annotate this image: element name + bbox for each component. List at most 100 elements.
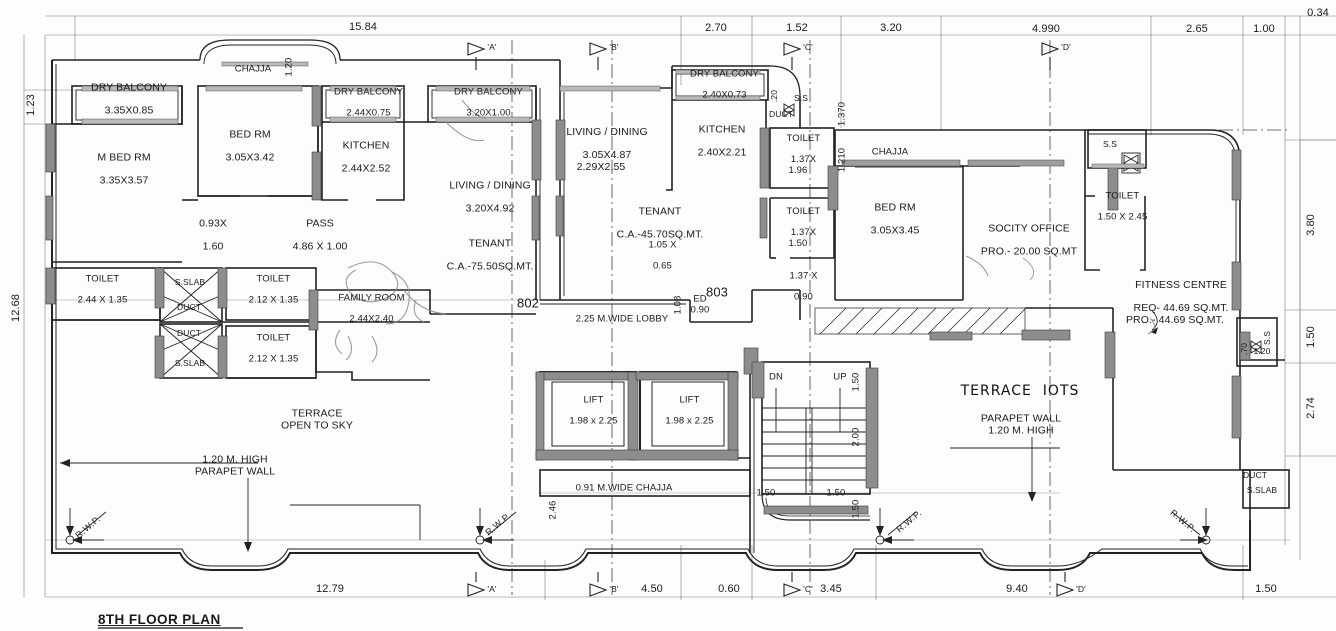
room-size: 2.40X2.21	[697, 146, 747, 159]
room-size: 1.37X 1.50	[788, 227, 817, 249]
dim-right-2-74: 2.74	[1304, 397, 1317, 419]
room-size: 2.12 X 1.35	[248, 294, 299, 306]
room-name: FAMILY ROOM	[338, 292, 405, 304]
dim-top-2-70: 2.70	[705, 21, 727, 34]
dim-1-08: 1.08	[672, 295, 684, 315]
room-dry-balcony-3: DRY BALCONY 3.20X1.00	[443, 76, 523, 129]
room-name: BED RM	[229, 128, 271, 141]
room-size: 3.20X1.00	[466, 107, 511, 119]
room-pass-1: PASS 4.86 X 1.00	[281, 207, 348, 266]
note-chajja-top: CHAJJA	[234, 63, 272, 75]
note-stair-dn: DN	[769, 371, 783, 383]
room-size: 3.20X4.92	[465, 202, 515, 215]
room-name: PASS	[306, 217, 334, 230]
opening-1-37: 1.37 X 0.90	[778, 260, 817, 313]
dim-top-0-34: 0.34	[1307, 6, 1329, 19]
room-size: 2.40X0.73	[702, 89, 747, 101]
room-living-dining-2: LIVING / DINING 3.05X4.87 2.29X2.55	[554, 115, 648, 186]
room-name: TOILET	[256, 273, 291, 285]
room-name: LIVING / DINING	[566, 125, 648, 138]
room-lift-1: LIFT 1.98 x 2.25	[558, 384, 617, 437]
note-ed-door: ED 0.90	[690, 293, 710, 315]
dim-bottom-4-50: 4.50	[641, 582, 663, 595]
note-terrace-left: TERRACE OPEN TO SKY	[281, 407, 353, 431]
room-dry-balcony-4: DRY BALCONY 2.40X0.73	[679, 58, 759, 111]
dim-top-2-65: 2.65	[1186, 22, 1208, 35]
page-title: 8TH FLOOR PLAN	[98, 612, 221, 627]
note-ss-right-2: S.S	[1262, 330, 1273, 346]
room-name: TOILET	[1105, 190, 1140, 202]
dim-top-3-20: 3.20	[880, 21, 902, 34]
room-size: 2.12 X 1.35	[248, 353, 299, 365]
flat-number-803: 803	[706, 284, 728, 300]
opening-0-93: 0.93X 1.60	[187, 207, 227, 266]
note-s-slab-left-1: S.SLAB	[174, 277, 206, 288]
dim-right-1-50: 1.50	[1304, 326, 1317, 348]
dim-2-46: 2.46	[547, 500, 559, 520]
room-size: 1.98 x 2.25	[569, 415, 618, 427]
opening-size: 0.90	[794, 291, 813, 303]
dim-top-15-84: 15.84	[348, 20, 378, 33]
note-ss-center: S.S	[793, 93, 809, 104]
room-size: 3.05X3.45	[870, 224, 920, 237]
room-area: PRO.- 20.00 SQ.MT	[980, 245, 1078, 258]
room-bed-rm-1: BED RM 3.05X3.42	[214, 118, 275, 177]
note-lobby: 2.25 M.WIDE LOBBY	[575, 313, 669, 325]
dim-1-370: 1.370	[836, 101, 848, 127]
dim-left-1-23: 1.23	[24, 94, 37, 116]
note-duct-left-1: DUCT	[176, 302, 202, 313]
note-s-slab-left-2: S.SLAB	[174, 358, 206, 369]
room-toilet-5: TOILET 1.37X 1.50	[776, 196, 821, 260]
opening-1-05: 1.05 X 0.65	[637, 229, 676, 282]
dim-bottom-12-79: 12.79	[315, 582, 345, 595]
room-name: M BED RM	[97, 151, 151, 164]
dim-bottom-9-40: 9.40	[1006, 582, 1028, 595]
room-size: 3.05X4.87 2.29X2.55	[576, 149, 632, 173]
room-name: DRY BALCONY	[334, 86, 403, 98]
section-marker-b-top: 'B'	[609, 42, 619, 53]
room-size: 2.44X2.52	[341, 162, 391, 175]
room-name: LIVING / DINING	[449, 179, 531, 192]
tenant-area: C.A.-45.70SQ.MT.	[616, 228, 704, 241]
room-name: DRY BALCONY	[454, 86, 523, 98]
dim-top-1-00: 1.00	[1253, 22, 1275, 35]
room-bed-rm-2: BED RM 3.05X3.45	[859, 191, 920, 250]
section-marker-d-bottom: 'D'	[1076, 584, 1086, 595]
room-living-dining-1: LIVING / DINING 3.20X4.92	[437, 169, 531, 228]
dim-bottom-1-50: 1.50	[1255, 582, 1277, 595]
room-size: 3.35X0.85	[104, 104, 154, 117]
opening-size: 1.60	[202, 240, 224, 253]
room-socity-office: SOCITY OFFICE PRO.- 20.00 SQ.MT	[969, 212, 1077, 271]
room-toilet-4: TOILET 1.37X 1.96	[776, 123, 821, 187]
opening-label: 1.05 X	[648, 239, 677, 251]
flat-number-802: 802	[517, 295, 539, 311]
dim-chajja-1-20: 1.20	[283, 57, 295, 77]
dim-bottom-3-45: 3.45	[820, 582, 842, 595]
room-name: FITNESS CENTRE	[1135, 278, 1227, 291]
room-toilet-2: TOILET 2.12 X 1.35	[238, 263, 299, 316]
room-fitness-centre: FITNESS CENTRE REQ- 44.69 SQ.MT. PRO.- 4…	[1121, 268, 1229, 339]
room-kitchen-1: KITCHEN 2.44X2.52	[330, 129, 391, 188]
room-dry-balcony-2: DRY BALCONY 2.44X0.75	[323, 76, 403, 129]
room-name: SOCITY OFFICE	[988, 222, 1070, 235]
note-s-slab-right: S.SLAB	[1246, 485, 1278, 496]
opening-label: 0.93X	[199, 217, 228, 230]
section-marker-d-top: 'D'	[1061, 42, 1071, 53]
opening-label: 1.37 X	[789, 270, 818, 282]
section-marker-c-bottom: 'C'	[803, 584, 813, 595]
room-name: TOILET	[786, 132, 821, 144]
room-m-bed-rm: M BED RM 3.35X3.57	[85, 141, 150, 200]
note-duct-left-2: DUCT	[176, 328, 202, 339]
room-toilet-6: TOILET 1.50 X 2.45	[1087, 180, 1148, 233]
note-terrace-right-hand: TERRACE IOTS	[960, 383, 1080, 400]
dim-stair-1-50-a: 1.50	[756, 487, 776, 499]
room-name: LIFT	[679, 394, 700, 406]
dim-top-4-990: 4.990	[1031, 22, 1061, 35]
note-ss-right-1: S.S	[1102, 139, 1118, 150]
room-dry-balcony-1: DRY BALCONY 3.35X0.85	[79, 71, 167, 130]
dim-1-210: 1.210	[836, 147, 848, 173]
note-chajja-lift: 0.91 M.WIDE CHAJJA	[575, 482, 673, 494]
room-toilet-3: TOILET 2.12 X 1.35	[238, 322, 299, 375]
